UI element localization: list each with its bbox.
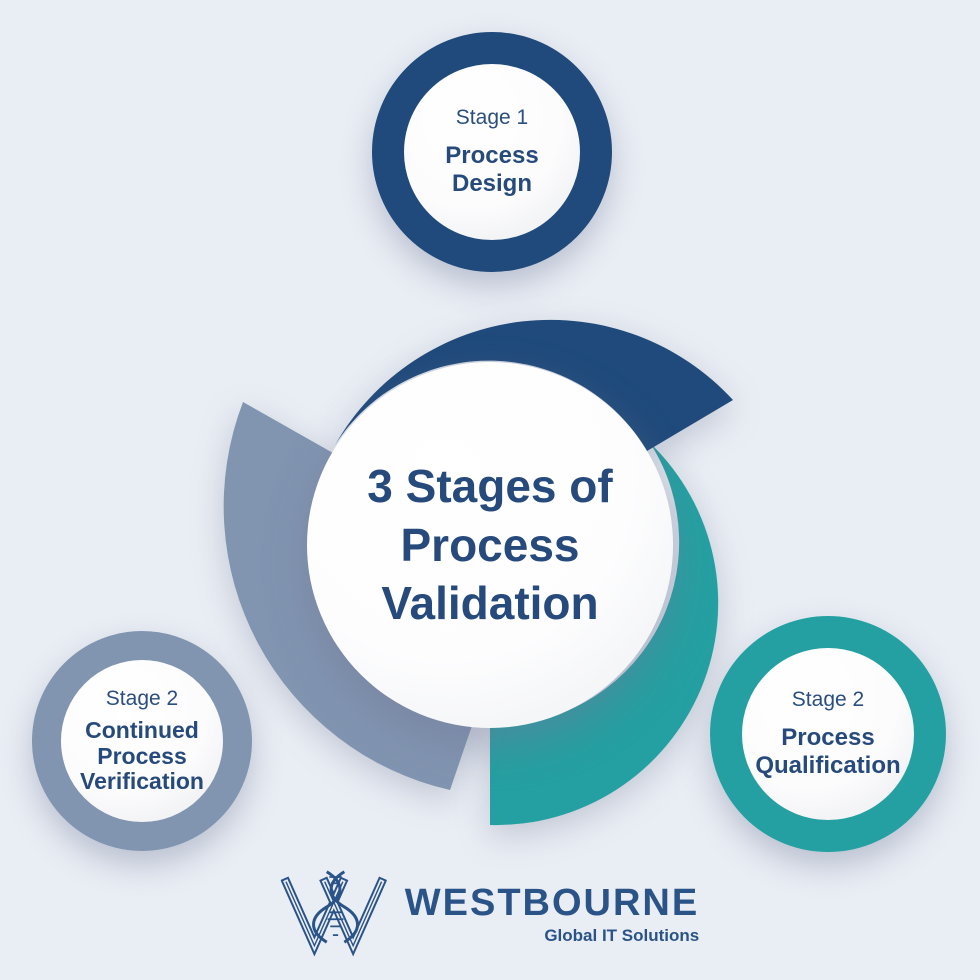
stage1-circle: Stage 1 Process Design — [372, 32, 612, 272]
arc-stage2-qualification-swoosh — [490, 443, 719, 826]
center-circle: 3 Stages of Process Validation — [307, 362, 673, 728]
dna-w-icon — [280, 870, 387, 957]
stage2-verification-circle: Stage 2 Continued Process Verification — [32, 631, 252, 851]
stage1-label: Stage 1 — [455, 106, 529, 130]
stage2-verification-label: Stage 2 — [105, 686, 179, 710]
stage2-qualification-name: Process Qualification — [755, 724, 901, 779]
stage2-qualification-label: Stage 2 — [791, 688, 865, 712]
center-title: 3 Stages of Process Validation — [367, 459, 613, 630]
brand-text-block: WESTBOURNE Global IT Solutions — [405, 884, 699, 944]
stage2-verification-name: Continued Process Verification — [80, 716, 204, 795]
arc-stage1-design-swoosh — [335, 319, 733, 451]
brand-tagline: Global IT Solutions — [544, 926, 700, 945]
brand-name: WESTBOURNE — [404, 882, 700, 924]
brand-logo: WESTBOURNE Global IT Solutions — [280, 870, 699, 958]
stage2-qualification-circle: Stage 2 Process Qualification — [710, 616, 946, 852]
stage1-name: Process Design — [445, 142, 539, 197]
